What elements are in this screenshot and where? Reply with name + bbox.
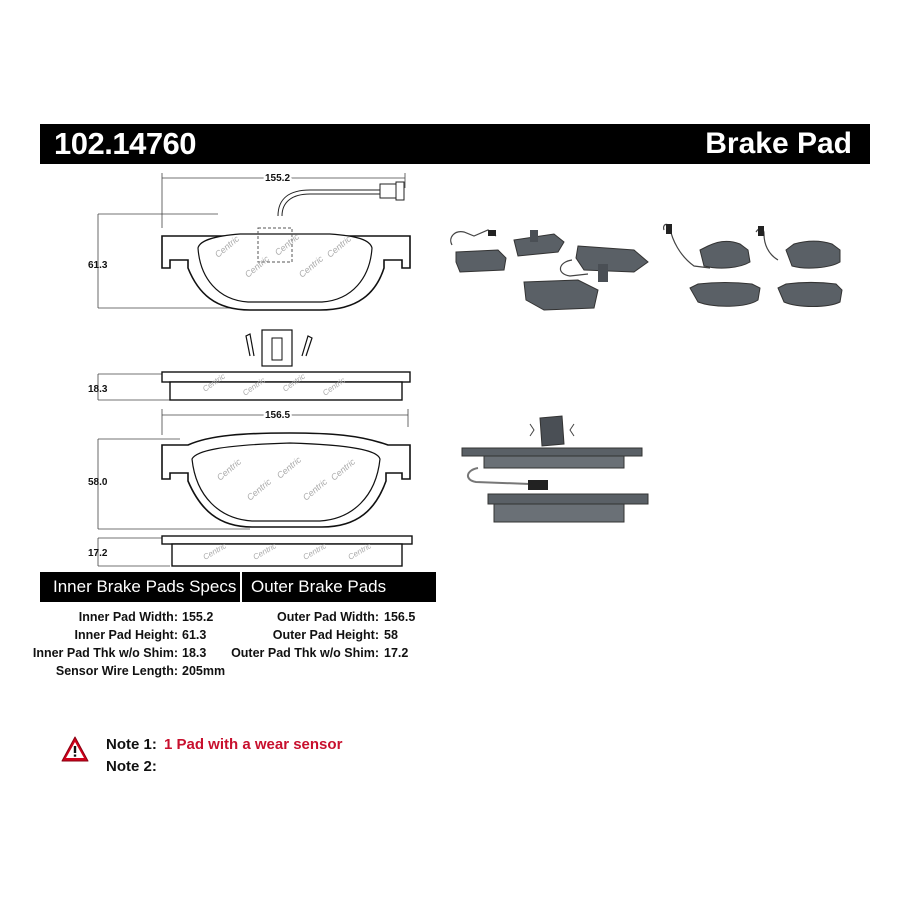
note-1-label: Note 1: <box>106 736 157 753</box>
inner-specs-list: Inner Pad Width: 155.2 Inner Pad Height:… <box>33 608 240 688</box>
inner-height-dim: 61.3 <box>88 260 108 271</box>
product-photo-set <box>660 210 855 320</box>
inner-spec-label: Sensor Wire Length: <box>55 664 178 678</box>
outer-width-dim: 156.5 <box>265 410 290 421</box>
outer-specs-heading-text: Outer Brake Pads Specs <box>251 577 387 626</box>
outer-specs-list: Outer Pad Width: 156.5 Outer Pad Height:… <box>231 608 436 668</box>
inner-spec-value: 155.2 <box>182 610 214 624</box>
inner-specs-heading-text: Inner Brake Pads Specs <box>53 577 237 596</box>
inner-spec-value: 205mm <box>182 664 226 678</box>
inner-spec-row: Inner Pad Height: 61.3 <box>40 626 240 644</box>
outer-spec-value: 17.2 <box>384 646 409 660</box>
outer-spec-row: Outer Pad Width: 156.5 <box>242 608 436 626</box>
inner-spec-row: Sensor Wire Length: 205mm <box>40 662 240 680</box>
inner-spec-label: Inner Pad Width: <box>78 610 178 624</box>
outer-spec-value: 156.5 <box>384 610 416 624</box>
inner-spec-value: 61.3 <box>182 628 207 642</box>
inner-width-dim: 155.2 <box>265 173 290 184</box>
part-number: 102.14760 <box>54 126 197 161</box>
outer-spec-row: Outer Pad Thk w/o Shim: 17.2 <box>231 644 436 662</box>
outer-specs-heading: Outer Brake Pads Specs <box>242 572 436 626</box>
note-1-text: 1 Pad with a wear sensor <box>164 736 343 753</box>
inner-spec-label: Inner Pad Thk w/o Shim: <box>32 646 178 660</box>
inner-thickness-dim: 18.3 <box>88 384 108 395</box>
outer-pad-side-drawing: 17.2 Centric Centric Centric Centric <box>88 535 413 567</box>
product-type: Brake Pad <box>705 127 852 160</box>
inner-spec-value: 18.3 <box>182 646 207 660</box>
outer-spec-label: Outer Pad Width: <box>277 610 379 624</box>
product-photo-side <box>458 410 658 530</box>
inner-spec-label: Inner Pad Height: <box>74 628 178 642</box>
note-2-label: Note 2: <box>106 758 157 775</box>
inner-spec-row: Inner Pad Width: 155.2 <box>40 608 240 626</box>
inner-specs-heading: Inner Brake Pads Specs <box>40 572 240 602</box>
outer-height-dim: 58.0 <box>88 477 108 488</box>
inner-spec-row: Inner Pad Thk w/o Shim: 18.3 <box>33 644 240 662</box>
outer-spec-label: Outer Pad Height: <box>272 628 379 642</box>
outer-spec-row: Outer Pad Height: 58 <box>242 626 436 644</box>
title-bar: 102.14760 Brake Pad <box>40 124 870 164</box>
outer-thickness-dim: 17.2 <box>88 548 108 559</box>
warning-triangle-icon <box>61 736 89 762</box>
outer-pad-front-drawing: 156.5 58.0 Centric Centric Centric Centr… <box>88 408 411 530</box>
product-photo-angled <box>448 200 658 320</box>
inner-pad-side-drawing: 18.3 Centric Centric Centric Centric <box>88 329 411 401</box>
outer-spec-label: Outer Pad Thk w/o Shim: <box>231 646 379 660</box>
outer-spec-value: 58 <box>384 628 398 642</box>
inner-pad-front-drawing: 155.2 61.3 Centric Centric Centric Centr… <box>88 171 411 311</box>
